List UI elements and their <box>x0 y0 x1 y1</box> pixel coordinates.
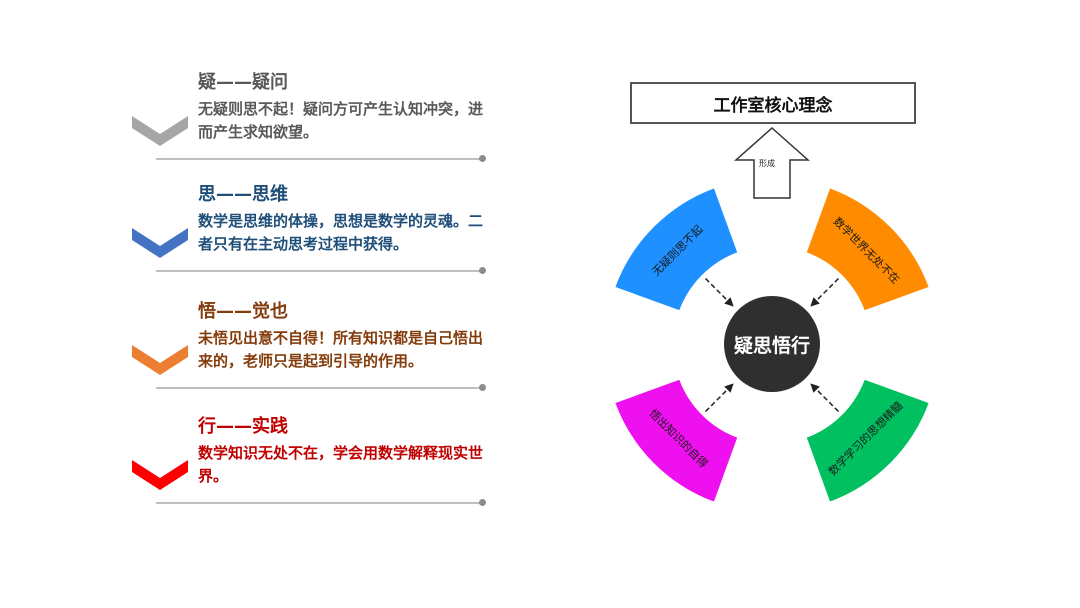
item-title: 悟——觉也 <box>198 301 288 322</box>
divider-dot <box>479 384 486 391</box>
divider-dot <box>479 267 486 274</box>
item-text: 无疑则思不起！疑问方可产生认知冲突，进而产生求知欲望。 <box>198 100 484 141</box>
item-title: 疑——疑问 <box>198 72 288 93</box>
divider-line <box>156 387 484 389</box>
item-text: 未悟见出意不自得！所有知识都是自己悟出来的，老师只是起到引导的作用。 <box>198 329 484 370</box>
ring-segment <box>804 185 932 313</box>
ring-segment <box>612 185 740 313</box>
arrow-label: 形成 <box>759 159 775 168</box>
core-concept-box: 工作室核心理念 <box>630 82 916 124</box>
item-title: 思——思维 <box>198 184 288 205</box>
connector-arrow <box>705 278 734 307</box>
chevron-down-icon <box>132 116 188 146</box>
divider-dot <box>479 499 486 506</box>
item-text: 数学知识无处不在，学会用数学解释现实世界。 <box>198 444 484 485</box>
divider-line <box>156 158 484 160</box>
divider-dot <box>479 155 486 162</box>
item-wu: 悟——觉也 未悟见出意不自得！所有知识都是自己悟出来的，老师只是起到引导的作用。 <box>130 297 490 407</box>
divider-line <box>156 502 484 504</box>
item-si: 思——思维 数学是思维的体操，思想是数学的灵魂。二者只有在主动思考过程中获得。 <box>130 180 490 290</box>
divider-line <box>156 270 484 272</box>
item-text: 数学是思维的体操，思想是数学的灵魂。二者只有在主动思考过程中获得。 <box>198 212 484 253</box>
up-arrow-icon <box>734 126 810 199</box>
chevron-down-icon <box>132 460 188 490</box>
item-yi: 疑——疑问 无疑则思不起！疑问方可产生认知冲突，进而产生求知欲望。 <box>130 68 490 178</box>
ring-segment <box>804 377 932 505</box>
ring-segment <box>612 377 740 505</box>
connector-arrow <box>705 383 734 412</box>
center-circle: 疑思悟行 <box>724 296 820 392</box>
chevron-down-icon <box>132 345 188 375</box>
connector-arrow <box>810 383 839 412</box>
chevron-down-icon <box>132 228 188 258</box>
item-title: 行——实践 <box>198 416 288 437</box>
connector-arrow <box>810 278 839 307</box>
item-xing: 行——实践 数学知识无处不在，学会用数学解释现实世界。 <box>130 412 490 522</box>
cycle-diagram: 无疑则思不起数学世界无处不在数学学习的思想精髓悟出知识的自得 <box>612 126 932 505</box>
